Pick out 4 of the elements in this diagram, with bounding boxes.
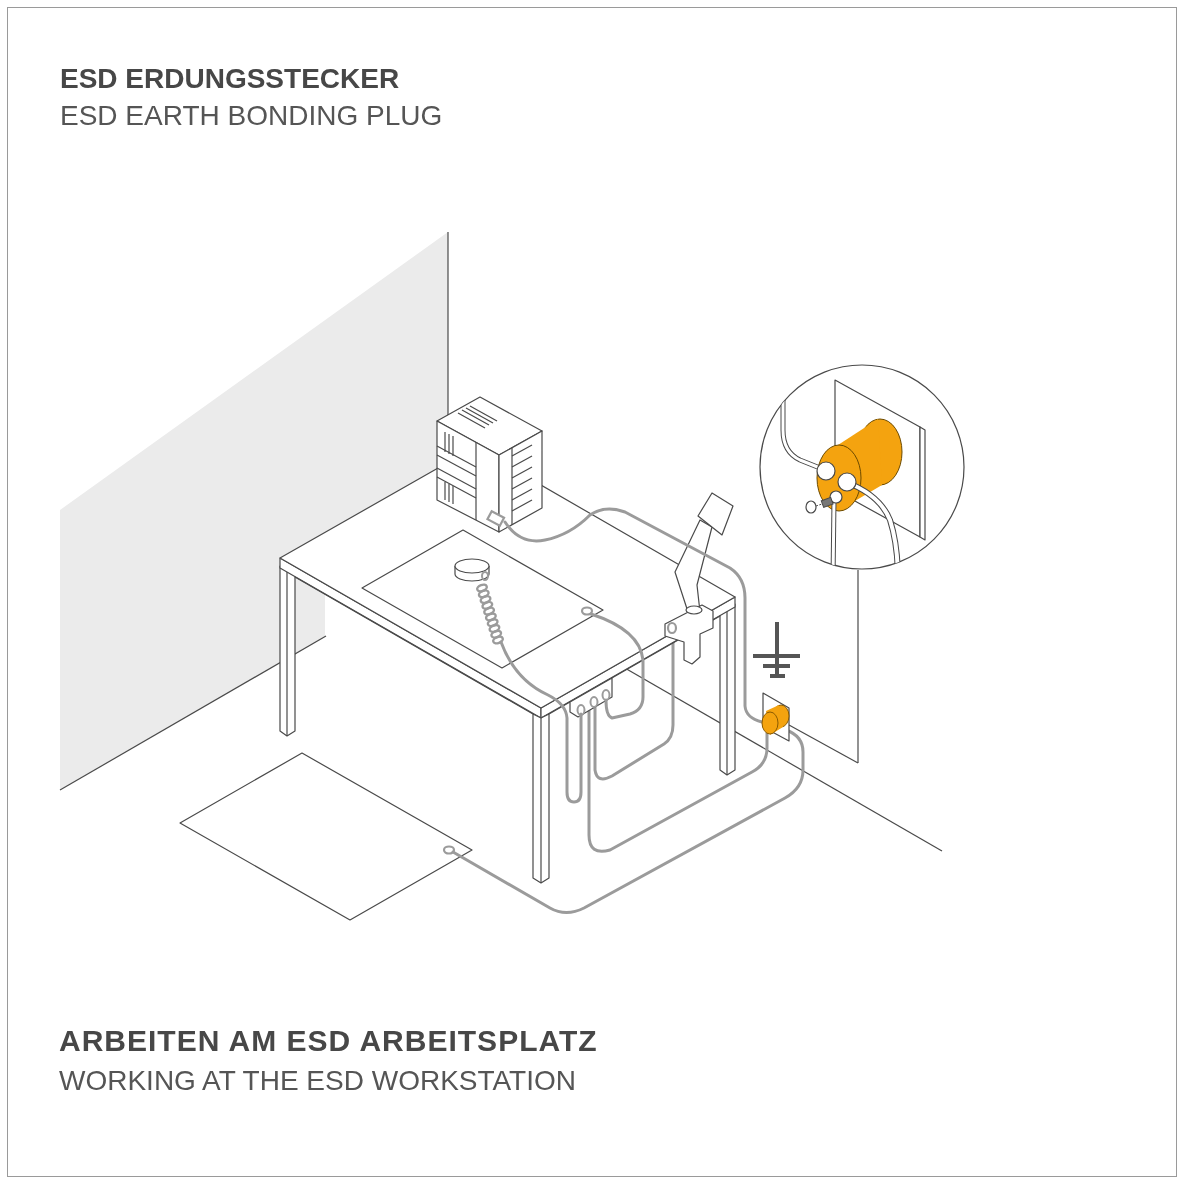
subheading-text: ESD EARTH BONDING PLUG [60,102,443,130]
subheading-text: WORKING AT THE ESD WORKSTATION [59,1067,576,1095]
heading-text: ARBEITEN AM ESD ARBEITSPLATZ [59,1026,598,1056]
heading-text: ESD ERDUNGSSTECKER [60,65,400,93]
